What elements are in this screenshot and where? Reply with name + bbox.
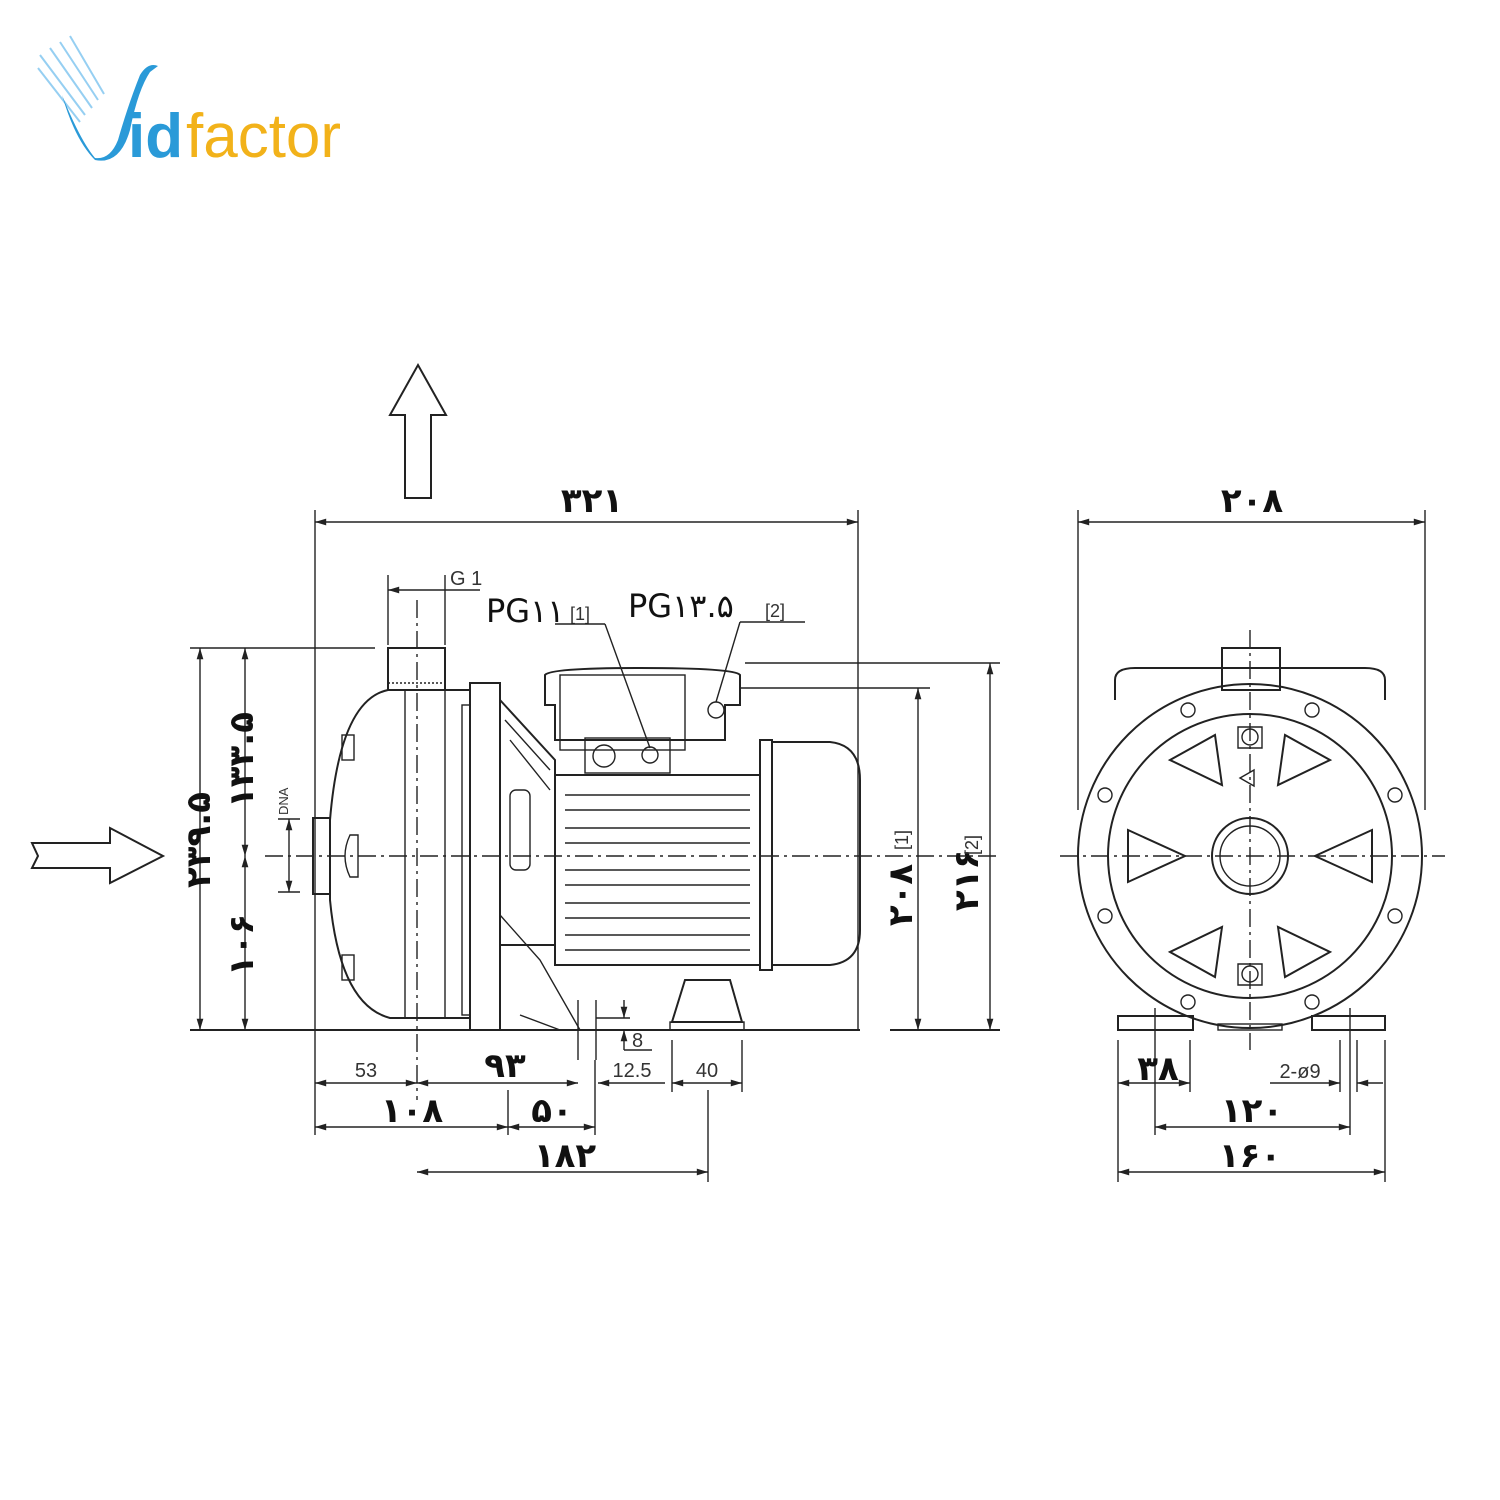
- dim-overall-length: ۳۲۱: [561, 481, 623, 521]
- side-view: ۳۲۱ G 1 PG۱۱ [1] PG۱۳.۵ [2] DNA ۲۳۹.۵ ۱۳…: [30, 362, 1000, 1182]
- dim-160: ۱۶۰: [1219, 1136, 1281, 1176]
- dna-label: DNA: [276, 787, 291, 815]
- front-view: ۲۰۸: [1060, 481, 1445, 1182]
- outlet-thread-label: G 1: [450, 568, 482, 590]
- dim-182: ۱۸۲: [534, 1136, 597, 1176]
- dim-108: ۱۰۸: [381, 1091, 444, 1131]
- dim-foot-height: 8: [632, 1030, 643, 1052]
- outlet-arrow-icon: [388, 362, 448, 499]
- pg13-gland-icon: [707, 701, 725, 719]
- vidfactor-logo: id factor: [37, 35, 341, 171]
- dim-front-width: ۲۰۸: [1221, 481, 1284, 521]
- dim-12-5: 12.5: [613, 1060, 652, 1082]
- dim-38: ۳۸: [1137, 1049, 1179, 1089]
- pg11-ref: [1]: [570, 604, 590, 624]
- dim-height-216: ۲۱۶: [947, 849, 987, 911]
- dim-height-lower: ۱۰۶: [222, 914, 262, 976]
- dim-height-208-ref: [1]: [892, 830, 912, 850]
- pg13-label: PG۱۳.۵: [628, 587, 734, 625]
- dim-height-208: ۲۰۸: [881, 864, 921, 927]
- dim-120: ۱۲۰: [1221, 1091, 1283, 1131]
- pg13-ref: [2]: [765, 601, 785, 621]
- dim-height-total: ۲۳۹.۵: [179, 792, 219, 888]
- dim-53: 53: [355, 1060, 377, 1082]
- impeller-windows: [1127, 733, 1373, 979]
- holes-label: 2-ø9: [1279, 1061, 1320, 1083]
- bolt-holes: [1097, 702, 1403, 1010]
- logo-text-factor: factor: [186, 102, 341, 171]
- logo-text-id: id: [128, 102, 183, 171]
- dim-40: 40: [696, 1060, 718, 1082]
- dim-93: ۹۳: [484, 1046, 526, 1086]
- pg11-label: PG۱۱: [486, 592, 564, 630]
- dim-height-216-ref: [2]: [962, 835, 982, 855]
- dim-50: ۵۰: [531, 1091, 573, 1131]
- inlet-arrow-icon: [30, 826, 166, 885]
- dim-height-upper: ۱۳۳.۵: [222, 712, 262, 808]
- bird-v-icon: [37, 35, 158, 161]
